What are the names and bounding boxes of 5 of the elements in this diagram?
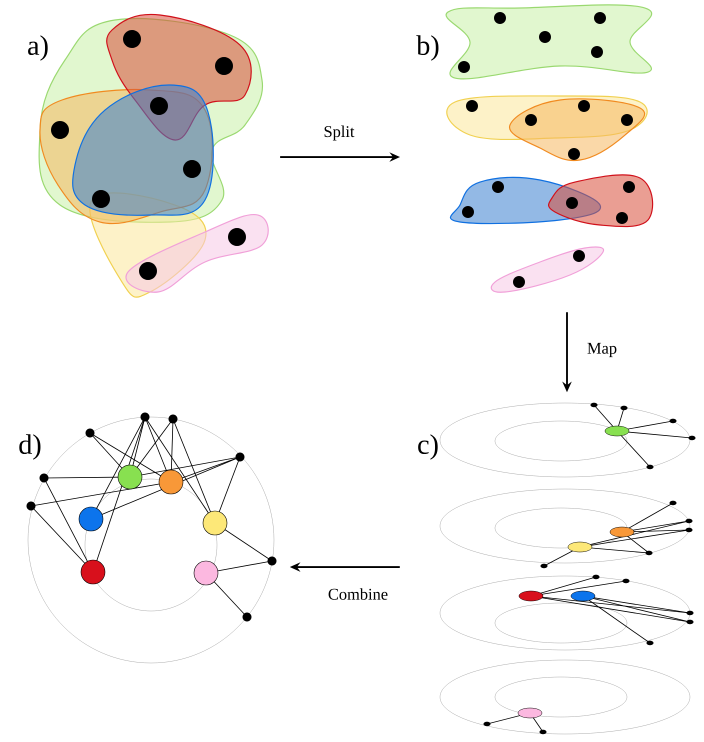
edge-label: Split bbox=[324, 126, 354, 140]
panel-label: b) bbox=[416, 35, 438, 61]
panel-label: c) bbox=[418, 434, 438, 460]
edge-label: Map bbox=[587, 342, 616, 358]
edge-label: Combine bbox=[328, 588, 388, 600]
